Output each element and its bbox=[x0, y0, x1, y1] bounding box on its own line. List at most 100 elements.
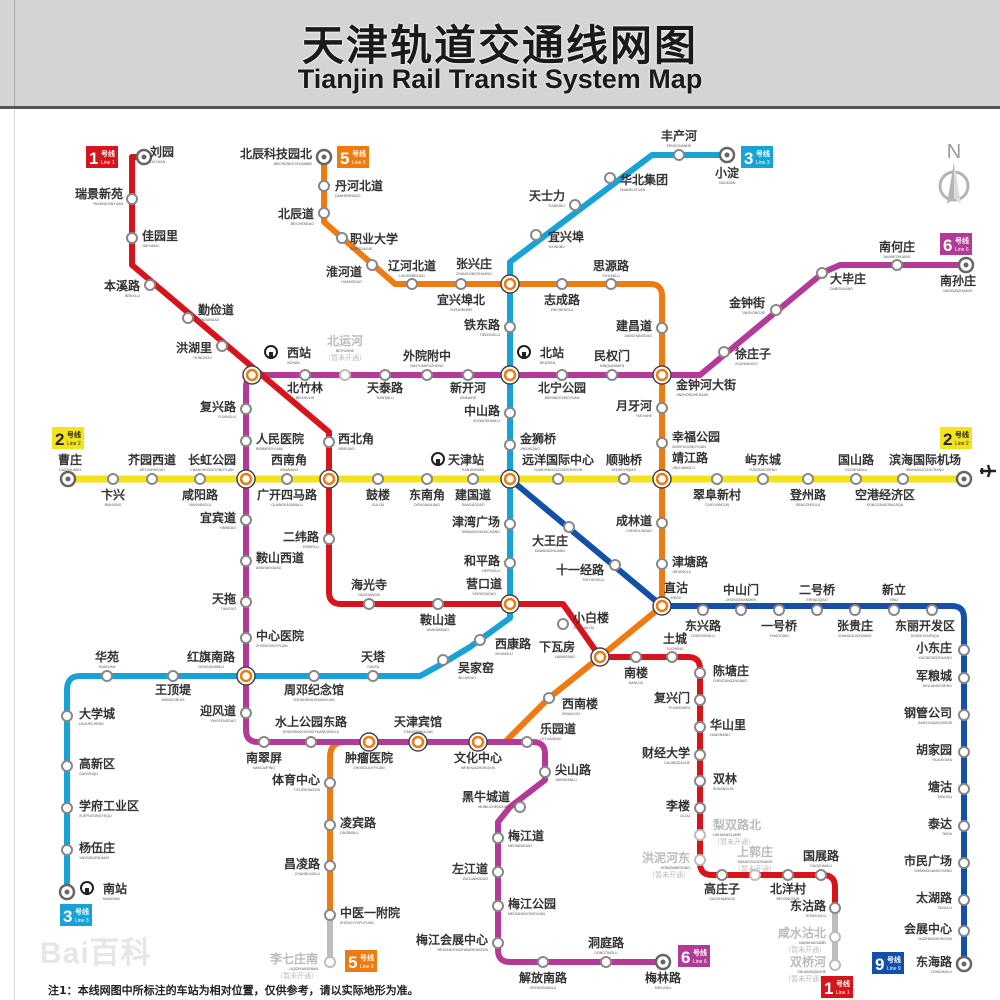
station-xingfugongyuan[interactable]: 幸福公园XINGFUGONGYUAN bbox=[656, 429, 720, 449]
station-changhonggongyuan[interactable]: 长虹公园CHANGHONGGONGYUAN bbox=[188, 452, 256, 489]
station-konggangjingjiqu[interactable]: 空港经济区KONGGANGJINGJIQU bbox=[855, 473, 915, 507]
station-zhongliuyiyuan[interactable]: 肿瘤医院ZHONGLIUYIYUAN bbox=[345, 732, 393, 770]
station-yixingbubei[interactable]: 宜兴埠北YIXINGBUBEI bbox=[437, 278, 485, 312]
station-beininggongyuan[interactable]: 北宁公园BEININGGONGYUAN bbox=[538, 369, 586, 400]
station-tiantailu[interactable]: 天泰路TIANTAILU bbox=[367, 369, 404, 400]
station-qinjiandao[interactable]: 勤俭道QINJIANDAO bbox=[182, 302, 234, 324]
station-chentangzhuang[interactable]: 陈塘庄CHENTANGZHUANG bbox=[694, 663, 749, 683]
station-zhongshanmen[interactable]: 中山门ZHONGSHANMEN bbox=[723, 582, 759, 616]
station-zhongyiyifuyuan[interactable]: 中医一附院ZHONGYIYIFUYUAN bbox=[324, 905, 400, 925]
station-chenglindao[interactable]: 成林道CHENGLINDAO bbox=[616, 513, 668, 533]
station-beiyangcun[interactable]: 北洋村BEIYANGCUN bbox=[770, 869, 806, 901]
station-dongnanjiao[interactable]: 东南角DONGNANJIAO bbox=[409, 473, 445, 507]
station-shunchiqiao[interactable]: 顺驰桥SHUNCHIQIAO bbox=[606, 452, 643, 485]
line-badge-line3[interactable]: 3号线Line 3 bbox=[741, 146, 773, 168]
station-yibindao[interactable]: 宜宾道YIBINDAO bbox=[200, 510, 252, 530]
station-binhaiguojijichang[interactable]: 滨海国际机场BINHAIGUOJIJICHANG bbox=[889, 452, 973, 488]
station-guozhanlu[interactable]: 国展路GUOZHANLU bbox=[803, 848, 840, 881]
station-lingbinlu[interactable]: 凌宾路LINGBINLU bbox=[324, 815, 377, 835]
station-erhaoqiao[interactable]: 二号桥ERHAOQIAO bbox=[799, 582, 836, 616]
station-siyuanlu[interactable]: 思源路SIYUANLU bbox=[593, 258, 630, 290]
station-nancuiping[interactable]: 南翠屏NANCUIPING bbox=[246, 736, 282, 770]
station-yixingbu[interactable]: 宜兴埠YIXINGBU bbox=[530, 229, 584, 249]
station-heiniuchengdao[interactable]: 黑牛城道HEINIUCHENGDAO bbox=[462, 789, 526, 813]
station-wujiayao[interactable]: 吴家窑WUJIAYAO bbox=[437, 654, 494, 680]
station-huayuan[interactable]: 华苑HUAYUAN bbox=[95, 649, 119, 682]
station-fuxinglu[interactable]: 复兴路FUXINGLU bbox=[199, 399, 252, 419]
station-dawangzhuang[interactable]: 大王庄DAWANGZHUANG bbox=[532, 521, 575, 553]
station-jingjianglu[interactable]: 靖江路JINGJIANGLU bbox=[652, 450, 709, 489]
station-nansunzhuang[interactable]: 南孙庄NANSUNZHUANG bbox=[940, 256, 976, 293]
station-beizhan[interactable]: 北站BEIZHAN bbox=[500, 345, 564, 385]
station-hujiayuan[interactable]: 胡家园HUJIAYUAN bbox=[916, 742, 970, 762]
station-tianjinzhan[interactable]: 天津站TIANJINZHAN bbox=[431, 452, 520, 489]
station-xuefugongyequ[interactable]: 学府工业区XUEFUGONGYEQU bbox=[61, 798, 139, 818]
station-zhangguizhuang[interactable]: 张贵庄ZHANGGUIZHUANG bbox=[837, 604, 873, 638]
station-jinshiqiao[interactable]: 金狮桥JINSHIQIAO bbox=[504, 431, 557, 451]
station-yihaoqiao[interactable]: 一号桥YIHAOQIAO bbox=[761, 604, 798, 638]
station-dongxinglu[interactable]: 东兴路DONGXINGLU bbox=[685, 604, 722, 638]
station-jintanglu[interactable]: 津塘路JINTANGLU bbox=[656, 554, 709, 574]
station-caijingdaxue[interactable]: 财经大学CAIJINGDAXUE bbox=[641, 745, 706, 765]
station-minquanmen[interactable]: 民权门MINQUANMEN bbox=[594, 348, 630, 381]
station-leyuandao[interactable]: 乐园道LEYUANDAO bbox=[521, 721, 576, 748]
station-hongqinanlu[interactable]: 红旗南路HONGQINANLU bbox=[187, 649, 256, 686]
station-guoshanlu[interactable]: 国山路GUOSHANLU bbox=[838, 452, 875, 485]
station-changlinglu[interactable]: 昌凌路CHANGLINGLU bbox=[284, 856, 336, 876]
line-badge-line1[interactable]: 1号线Line 1 bbox=[821, 976, 853, 998]
station-xiawafang[interactable]: 下瓦房XIAWAFANG bbox=[539, 639, 610, 667]
station-gaozhuangzi[interactable]: 高庄子GAOZHUANGZI bbox=[704, 869, 740, 901]
station-shiminguangchang[interactable]: 市民广场SHIMINGUANGCHANG bbox=[904, 853, 970, 873]
station-daxuecheng[interactable]: 大学城DAXUECHENG bbox=[61, 706, 115, 726]
station-lishuanglubei[interactable]: 梨双路北LISHUANGLUBEI（暂未开通） bbox=[694, 817, 761, 846]
station-huashanli[interactable]: 华山里HUASHANLI bbox=[694, 717, 746, 737]
station-xinanjiao[interactable]: 西南角XINANJIAO bbox=[271, 452, 339, 489]
station-huizhanzhongxin[interactable]: 会展中心HUIZHANZHONGXIN bbox=[904, 921, 970, 941]
station-tiantuo[interactable]: 天拖TIANTUO bbox=[212, 591, 252, 611]
station-wangdingdi[interactable]: 王顶堤WANGDINGDI bbox=[155, 670, 192, 702]
station-beichendao[interactable]: 北辰道BEICHENDAO bbox=[278, 206, 330, 226]
station-xinli[interactable]: 新立XINLI bbox=[882, 582, 906, 616]
station-xinanlou[interactable]: 西南楼XINANLOU bbox=[543, 692, 598, 716]
line-badge-line2[interactable]: 2号线Line 2 bbox=[52, 427, 84, 449]
station-nanlou[interactable]: 南楼NANLOU bbox=[624, 651, 648, 685]
station-beizhulin[interactable]: 北竹林BEIZHULIN bbox=[287, 369, 323, 400]
station-hepinglu[interactable]: 和平路HEPINGLU bbox=[463, 553, 516, 573]
station-shuangqiaohe[interactable]: 双桥河SHUANGQIAOHE（暂未开通） bbox=[784, 954, 841, 983]
station-bianxing[interactable]: 卞兴BIANXING bbox=[101, 473, 125, 507]
station-anshanxidao[interactable]: 鞍山西道ANSHANXIDAO bbox=[240, 550, 304, 570]
station-anshandao[interactable]: 鞍山道ANSHANDAO bbox=[420, 598, 456, 632]
station-renminyiyuan[interactable]: 人民医院RENMINYIYUAN bbox=[240, 431, 304, 451]
station-haiguangsi[interactable]: 海光寺HAIGUANGSI bbox=[351, 577, 387, 610]
station-xiaodian[interactable]: 小淀XIAODIAN bbox=[715, 146, 740, 185]
line-badge-line5[interactable]: 5号线Line 5 bbox=[337, 146, 369, 168]
station-honghuli[interactable]: 洪湖里HONGHULI bbox=[176, 340, 228, 360]
station-jinwanguangchang[interactable]: 津湾广场JINWANGUANGCHANG bbox=[452, 514, 516, 534]
station-nanzhan[interactable]: 南站NANZHAN bbox=[58, 881, 127, 901]
station-fuxingmen[interactable]: 复兴门FUXINGMEN bbox=[653, 690, 706, 710]
station-liqizhuangnan[interactable]: 李七庄南LIQIZHUANGNAN（暂未开通） bbox=[269, 951, 336, 980]
station-jianchangdao[interactable]: 建昌道JIANCHANGDAO bbox=[615, 318, 668, 338]
station-taida[interactable]: 泰达TAIDA bbox=[927, 816, 970, 836]
station-waiyuanfuzhong[interactable]: 外院附中WAIYUANFUZHONG bbox=[403, 348, 451, 381]
line-badge-line9[interactable]: 9号线Line 9 bbox=[872, 952, 904, 974]
station-meijianggongyuan[interactable]: 梅江公园MEIJIANGGONGYUAN bbox=[492, 896, 556, 916]
station-donglikaifaqu[interactable]: 东丽开发区DONGLIKAIFAQU bbox=[895, 604, 955, 638]
station-zuojiangdao[interactable]: 左江道ZUOJIANGDAO bbox=[451, 861, 504, 881]
line-badge-line6[interactable]: 6号线Line 6 bbox=[940, 233, 972, 255]
station-xibeijiao[interactable]: 西北角XIBEIJIAO bbox=[323, 431, 374, 451]
station-gaoxinqu[interactable]: 高新区GAOXINQU bbox=[61, 756, 115, 776]
station-guangkaisimalu[interactable]: 广开四马路GUANGKAISIMALU bbox=[257, 473, 318, 507]
line-badge-line3[interactable]: 3号线Line 3 bbox=[60, 904, 92, 926]
line-badge-line1[interactable]: 1号线Line 1 bbox=[86, 146, 118, 168]
station-wenhuazhongxin[interactable]: 文化中心WENHUAZHONGXIN bbox=[454, 732, 502, 770]
station-zhichenglu[interactable]: 志成路ZHICHENGLU bbox=[544, 278, 581, 312]
station-donggulu[interactable]: 东沽路DONGGULU bbox=[790, 898, 841, 918]
station-danhebeidao[interactable]: 丹河北道DANHEBEIDAO bbox=[318, 178, 383, 198]
station-yuanyangguojizhongxin[interactable]: 远洋国际中心YUANYANGGUOJIZHONGXIN bbox=[522, 452, 594, 485]
station-tianta[interactable]: 天塔TIANTA bbox=[361, 649, 386, 682]
station-yueyahe[interactable]: 月牙河YUEYAHE bbox=[615, 398, 668, 418]
station-jiefangnanlu[interactable]: 解放南路JIEFANGNANLU bbox=[519, 956, 568, 990]
station-zhongxinyiyuan[interactable]: 中心医院ZHONGXINYIYUAN bbox=[240, 628, 304, 648]
station-jinzhongjie[interactable]: 金钟街JINZHONGJIE bbox=[728, 295, 782, 316]
